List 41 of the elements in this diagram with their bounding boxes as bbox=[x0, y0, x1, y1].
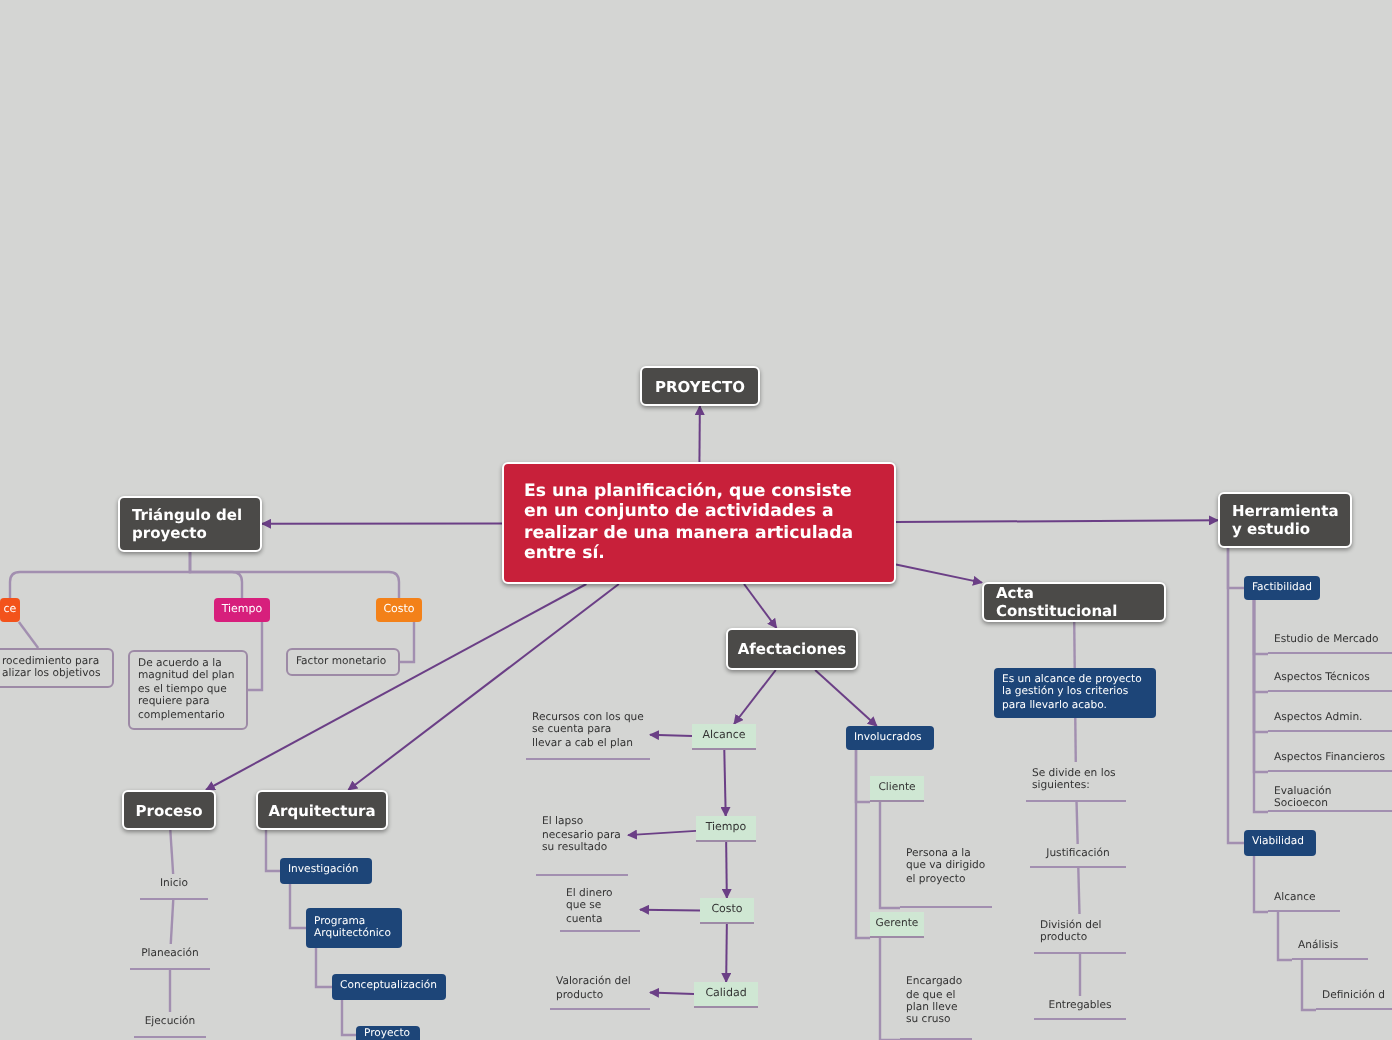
connector-line bbox=[314, 948, 332, 989]
arrow bbox=[204, 583, 588, 791]
arrow bbox=[743, 583, 778, 629]
connector-line bbox=[17, 621, 40, 649]
arrow bbox=[639, 904, 701, 915]
connector-line bbox=[264, 830, 280, 873]
connector-line bbox=[1078, 954, 1082, 996]
connector-line bbox=[878, 938, 900, 1040]
arrow bbox=[649, 987, 695, 998]
arrow bbox=[347, 583, 620, 791]
arrow bbox=[649, 730, 693, 741]
connector-line bbox=[1077, 867, 1081, 915]
arrow bbox=[895, 563, 983, 586]
connector-line bbox=[400, 622, 416, 664]
arrow bbox=[814, 669, 878, 727]
arrow bbox=[720, 749, 731, 817]
connector-line bbox=[1075, 801, 1079, 845]
connector-line bbox=[1074, 718, 1077, 762]
connector-line bbox=[168, 970, 172, 1012]
arrow bbox=[261, 518, 503, 529]
connector-line bbox=[340, 1000, 356, 1037]
connector-line bbox=[1226, 548, 1244, 845]
arrow bbox=[895, 515, 1219, 526]
connector-line bbox=[169, 899, 175, 945]
arrow bbox=[627, 829, 697, 840]
connector-line bbox=[1073, 622, 1076, 668]
connector-line bbox=[169, 829, 175, 875]
connector-line bbox=[854, 750, 870, 940]
connector-line bbox=[878, 802, 900, 910]
connector-line bbox=[188, 552, 401, 598]
connector-line bbox=[1252, 856, 1268, 914]
arrow bbox=[721, 923, 732, 983]
connector-line bbox=[1276, 912, 1292, 962]
arrow bbox=[733, 669, 777, 725]
arrow bbox=[694, 405, 705, 463]
connector-line bbox=[1252, 600, 1268, 814]
arrow bbox=[721, 841, 732, 899]
central-topic-box: Es una planificación, que consiste en un conjunto de actividades a realizar de una manera articulada entre sí. bbox=[502, 462, 896, 584]
connector-line bbox=[288, 884, 306, 930]
connector-line bbox=[248, 622, 264, 692]
connector-line bbox=[1300, 960, 1316, 1012]
